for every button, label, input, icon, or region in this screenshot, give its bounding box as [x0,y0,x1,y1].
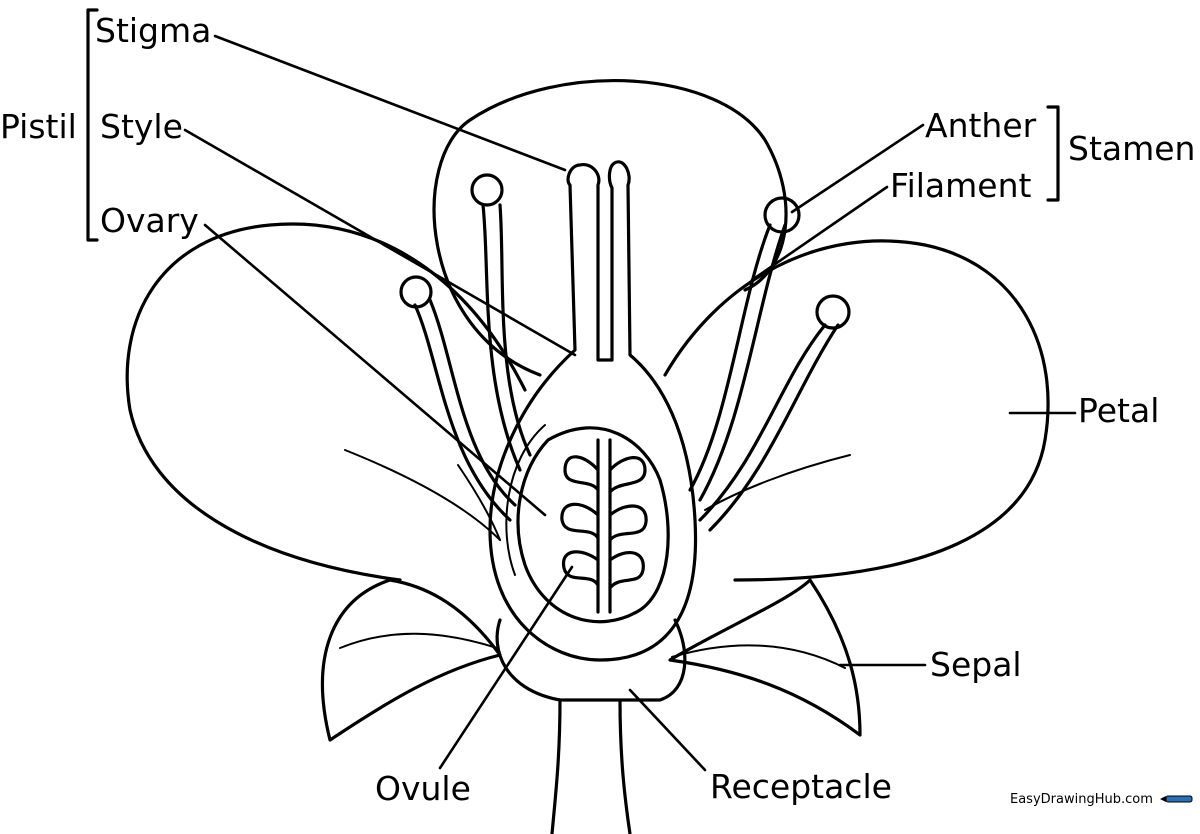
right-sepal [670,580,860,735]
receptacle-leader [630,690,705,770]
anther-1 [472,175,502,205]
watermark-text: EasyDrawingHub.com [1010,792,1153,807]
stamen-label: Stamen [1068,129,1195,168]
petal-label: Petal [1078,391,1159,430]
ovule-label: Ovule [375,769,471,808]
left-sepal-inner [340,634,497,648]
stem [552,700,630,834]
filament-label: Filament [890,166,1032,205]
ovary-label: Ovary [100,201,199,240]
sepal-label: Sepal [930,645,1022,684]
ovary-outer [490,162,696,660]
stamen-1 [483,205,530,470]
stigma-leader [215,36,565,170]
right-petal-vein [705,455,850,510]
style-label: Style [100,107,183,146]
anther-4 [817,296,849,328]
style-leader [185,130,575,355]
pencil-icon [1160,796,1192,802]
ovules [562,440,646,612]
anther-2 [401,277,431,307]
stigma-label: Stigma [95,11,211,50]
anther-3 [765,198,799,232]
stamen-4 [700,325,838,530]
stamen-bracket [1048,107,1058,200]
back-petal [434,81,786,375]
anther-label: Anther [925,106,1037,145]
receptacle-label: Receptacle [710,767,892,806]
pistil-label: Pistil [0,107,77,146]
left-petal [127,224,525,580]
